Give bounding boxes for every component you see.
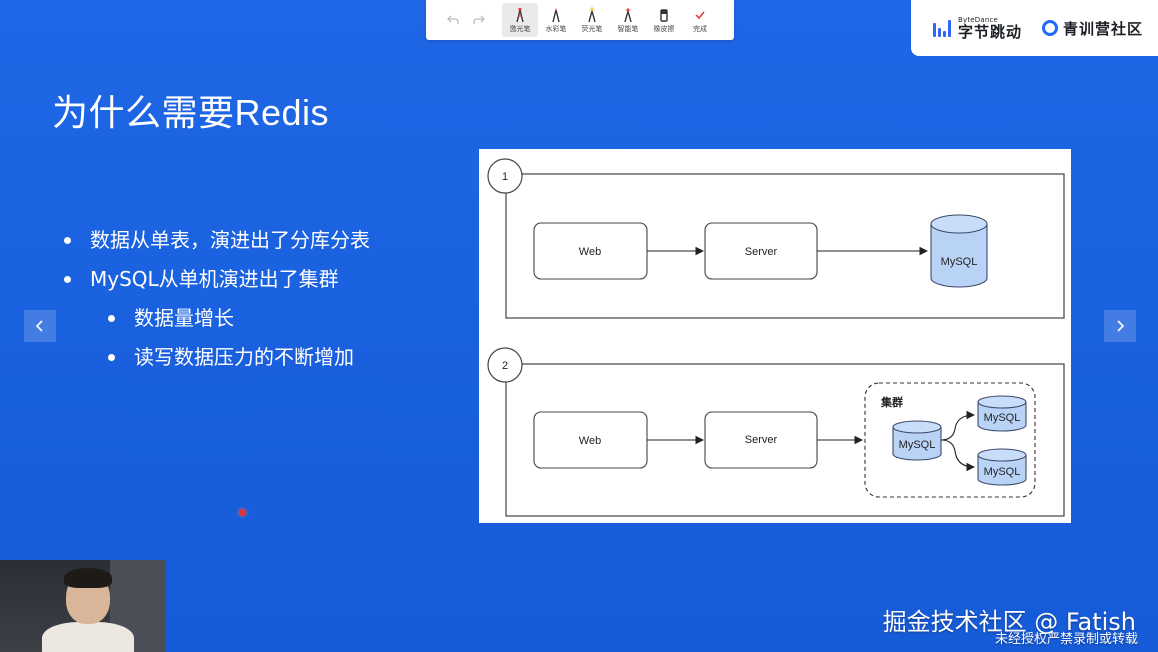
sub-bullet-item: 数据量增长 <box>62 300 370 339</box>
tool-label: 完成 <box>693 25 707 33</box>
diagram-panel-1: 1 Web Server MySQL <box>487 158 1065 319</box>
chevron-right-icon <box>1117 320 1125 332</box>
mysql-primary-label: MySQL <box>899 439 936 451</box>
server-label: Server <box>745 246 778 258</box>
cluster-label: 集群 <box>880 395 903 409</box>
tool-label: 激光笔 <box>509 25 531 33</box>
bytedance-small-text: ByteDance <box>958 15 999 24</box>
mysql-replica-label: MySQL <box>984 412 1021 424</box>
watercolor-pen-icon <box>552 8 560 23</box>
watermark-sub: 未经授权严禁录制或转载 <box>994 632 1138 647</box>
smart-pen-icon <box>624 7 632 23</box>
next-slide-button[interactable] <box>1104 310 1136 342</box>
tool-eraser[interactable]: 橡皮擦 <box>646 3 682 37</box>
tool-watercolor-pen[interactable]: 水彩笔 <box>538 3 574 37</box>
eraser-icon <box>660 9 668 22</box>
tool-label: 橡皮擦 <box>653 25 675 33</box>
laser-pointer-dot <box>239 509 246 516</box>
watermark-main: 掘金技术社区 @ Fatish <box>882 608 1136 636</box>
presenter-webcam <box>0 560 166 652</box>
bytedance-wordmark: ByteDance 字节跳动 <box>958 16 1022 41</box>
tool-smart-pen[interactable]: 智能笔 <box>610 3 646 37</box>
community-name: 青训营社区 <box>1063 19 1144 38</box>
brand-bar: ByteDance 字节跳动 青训营社区 <box>911 0 1158 56</box>
laser-pen-icon <box>516 7 524 23</box>
diagram-panel-2: 2 Web Server 集群 MySQL MySQL <box>487 347 1065 517</box>
bullet-list: 数据从单表，演进出了分库分表 MySQL从单机演进出了集群 数据量增长 读写数据… <box>62 222 370 378</box>
tool-done[interactable]: 完成 <box>682 3 718 37</box>
highlighter-icon <box>588 7 596 23</box>
mysql-replica-icon <box>977 448 1027 486</box>
architecture-diagram: 1 Web Server MySQL 2 Web <box>479 149 1071 523</box>
community-logo-icon <box>1042 20 1059 36</box>
panel-number: 2 <box>502 360 508 372</box>
mysql-database-icon <box>930 214 988 288</box>
server-label: Server <box>745 434 778 446</box>
tool-highlighter[interactable]: 荧光笔 <box>574 3 610 37</box>
web-label: Web <box>579 435 601 447</box>
redo-icon[interactable] <box>468 5 490 35</box>
sub-bullet-item: 读写数据压力的不断增加 <box>62 339 370 378</box>
mysql-replica-label: MySQL <box>984 466 1021 478</box>
mysql-primary-icon <box>892 420 942 461</box>
bullet-item: 数据从单表，演进出了分库分表 <box>62 222 370 261</box>
mysql-replica-icon <box>977 395 1027 432</box>
bytedance-logo-icon <box>933 19 953 37</box>
mysql-label: MySQL <box>941 256 978 268</box>
prev-slide-button[interactable] <box>24 310 56 342</box>
bytedance-name: 字节跳动 <box>958 22 1023 41</box>
check-icon <box>695 11 705 20</box>
annotation-toolbar: 激光笔 水彩笔 荧光笔 智能笔 橡皮擦 完成 <box>426 0 734 40</box>
tool-label: 智能笔 <box>617 25 639 33</box>
tool-label: 荧光笔 <box>581 25 603 33</box>
undo-icon[interactable] <box>442 5 464 35</box>
chevron-left-icon <box>35 320 43 332</box>
bullet-item: MySQL从单机演进出了集群 <box>62 261 370 300</box>
tool-label: 水彩笔 <box>545 25 567 33</box>
tool-laser-pen[interactable]: 激光笔 <box>502 3 538 37</box>
slide-title: 为什么需要Redis <box>52 92 330 133</box>
web-label: Web <box>579 246 601 258</box>
panel-number: 1 <box>502 171 508 183</box>
